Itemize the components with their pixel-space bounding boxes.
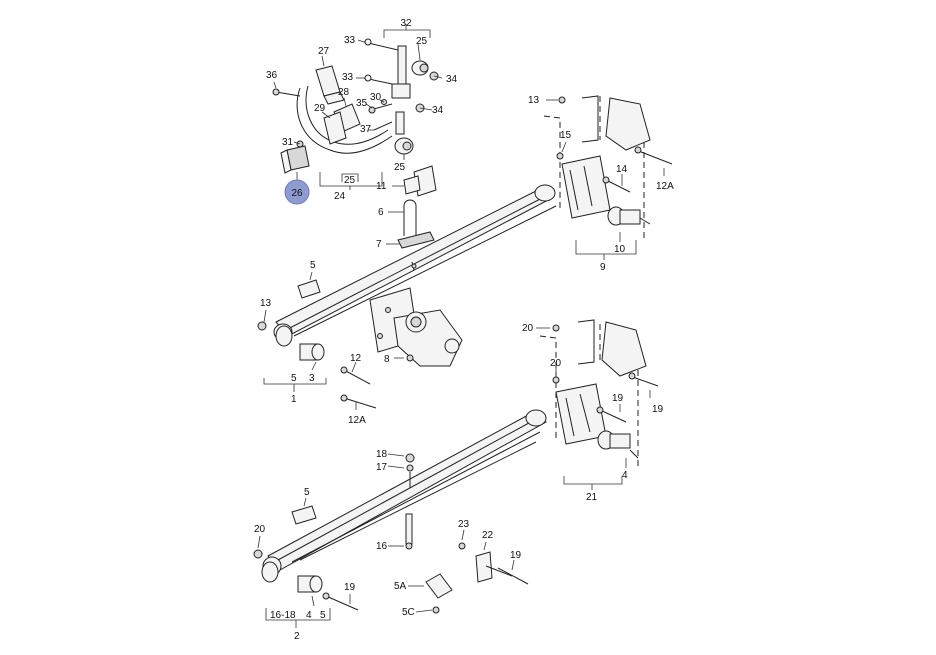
- label-12A: 12A: [348, 415, 366, 426]
- label-15: 15: [560, 130, 572, 141]
- label-29: 29: [314, 103, 326, 114]
- label-2: 2: [294, 631, 300, 642]
- label-16-18: 16-18: [270, 610, 296, 621]
- label-19: 19: [612, 393, 624, 404]
- label-4: 4: [622, 470, 628, 481]
- label-5A: 5A: [394, 581, 407, 592]
- label-25: 25: [344, 175, 356, 186]
- label-3: 3: [309, 373, 315, 384]
- label-9: 9: [600, 262, 606, 273]
- label-20: 20: [254, 524, 266, 535]
- stabilizer-assembly: [272, 38, 439, 249]
- label-25: 25: [416, 36, 428, 47]
- upper-front-eye: [257, 321, 377, 409]
- label-5: 5: [304, 487, 310, 498]
- label-4: 4: [306, 610, 312, 621]
- label-35: 35: [356, 98, 368, 109]
- label-20: 20: [522, 323, 534, 334]
- label-20: 20: [550, 358, 562, 369]
- label-31: 31: [282, 137, 294, 148]
- label-5: 5: [310, 260, 316, 271]
- label-36: 36: [266, 70, 278, 81]
- label-22: 22: [482, 530, 494, 541]
- label-30: 30: [370, 92, 382, 103]
- label-7: 7: [376, 239, 382, 250]
- label-28: 28: [338, 87, 350, 98]
- label-33: 33: [344, 35, 356, 46]
- axle-bracket: [369, 287, 463, 367]
- label-13: 13: [260, 298, 272, 309]
- label-6: 6: [378, 207, 384, 218]
- label-21: 21: [586, 492, 598, 503]
- label-23: 23: [458, 519, 470, 530]
- label-32: 32: [400, 18, 412, 29]
- label-37: 37: [360, 124, 372, 135]
- label-13: 13: [528, 95, 540, 106]
- label-5C: 5C: [402, 607, 415, 618]
- highlight-26[interactable]: 26: [284, 172, 310, 205]
- highlight-circle[interactable]: [284, 179, 310, 205]
- highlight-label: 26: [291, 188, 303, 199]
- label-11: 11: [376, 181, 387, 192]
- leader-lines: [257, 24, 665, 628]
- label-5: 5: [320, 610, 326, 621]
- label-34: 34: [432, 105, 444, 116]
- upper-rear-mount: [543, 95, 673, 238]
- label-25: 25: [394, 162, 406, 173]
- label-19: 19: [652, 404, 664, 415]
- lower-front-eye: [253, 549, 359, 611]
- label-8: 8: [384, 354, 390, 365]
- label-12: 12: [350, 353, 362, 364]
- label-5: 5: [291, 373, 297, 384]
- label-34: 34: [446, 74, 458, 85]
- label-33: 33: [342, 72, 354, 83]
- label-19: 19: [344, 582, 356, 593]
- label-19: 19: [510, 550, 522, 561]
- label-12A: 12A: [656, 181, 674, 192]
- label-17: 17: [376, 462, 388, 473]
- label-10: 10: [614, 244, 626, 255]
- label-1: 1: [291, 394, 297, 405]
- lower-rear-mount: [539, 319, 659, 470]
- label-24: 24: [334, 191, 346, 202]
- label-14: 14: [616, 164, 628, 175]
- label-16: 16: [376, 541, 388, 552]
- misc-parts: [291, 279, 529, 614]
- label-18: 18: [376, 449, 388, 460]
- part-labels: 32 33 25 34 27 36 33 34 28 35 30 29 37 3…: [254, 18, 674, 642]
- label-27: 27: [318, 46, 330, 57]
